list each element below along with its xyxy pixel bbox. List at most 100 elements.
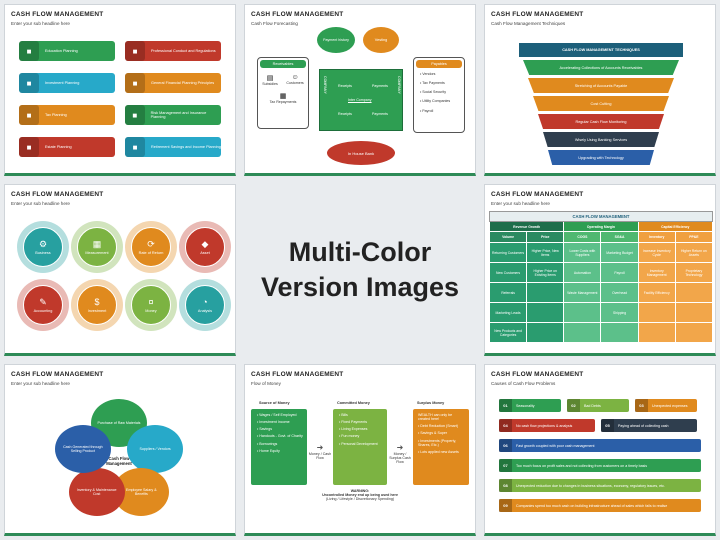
table-cell: New Products and Categories — [488, 322, 528, 343]
bullet-icon: • — [420, 99, 423, 104]
concept-circle: ⚙Business — [23, 227, 63, 267]
petal-label: Suppliers / Vendors — [139, 447, 171, 452]
concept-icon: ✎ — [39, 296, 47, 307]
list-item-label: Living Expenses — [341, 427, 368, 432]
planning-label: Education Planning — [45, 48, 78, 53]
concept-label: Business — [35, 250, 51, 255]
list-item: • Debt Reduction (Smart) — [418, 424, 465, 428]
tax-repayments-label: Tax Repayments — [269, 100, 297, 105]
concept-icon: ▦ — [92, 238, 102, 249]
planning-label: Estate Planning — [45, 144, 72, 149]
technique-row: Upgrading with Technology — [548, 150, 654, 165]
concept-circle: ⟳Rate of Return — [131, 227, 171, 267]
table-cell: Inventory Management — [637, 262, 676, 283]
slide-thumbnail-2[interactable]: CASH FLOW MANAGEMENT Cash Flow Forecasti… — [244, 4, 476, 176]
list-item: • Savings & Super — [418, 431, 465, 435]
committed-heading: Committed Money — [337, 401, 370, 405]
technique-row: Wisely Using Banking Services — [543, 132, 659, 147]
table-cell: Returning Customers — [488, 242, 528, 263]
table-row: New Products and Categories — [488, 322, 714, 343]
subsidies-label: Subsidies — [262, 82, 278, 86]
table-cell: Higher Price on Existing Items — [526, 262, 565, 283]
bullet-icon: • — [257, 413, 260, 417]
bullet-icon: • — [339, 420, 342, 425]
planning-item: ■Risk Management and Insurance Planning — [125, 105, 221, 125]
planning-item: ■ Estate Planning — [19, 137, 115, 157]
list-item-label: Investments (Property, Shares, Etc.) — [418, 438, 457, 447]
concept-label: Investment — [87, 308, 107, 313]
list-item: • Investment Income — [257, 420, 303, 424]
cause-label: No cash flow projections & analysis — [516, 423, 573, 428]
payment-history-label: Payment history — [323, 38, 349, 42]
slide-thumbnail-6[interactable]: CASH FLOW MANAGEMENT Enter your sub head… — [4, 364, 236, 536]
list-item-label: Fun money — [341, 434, 360, 439]
planning-item: ■Investment Planning — [19, 73, 115, 93]
slide-title: CASH FLOW MANAGEMENT — [11, 11, 104, 18]
slide-title: CASH FLOW MANAGEMENT — [251, 371, 344, 378]
payable-label: Tax Payments — [422, 81, 445, 86]
warning-text: Uncontrolled Money end up being used her… — [322, 493, 398, 498]
table-cell — [526, 282, 565, 303]
bullet-icon: • — [339, 427, 342, 432]
list-item: • Fun money — [339, 434, 383, 438]
slide-subtitle: Enter your sub headline here — [11, 381, 70, 386]
cause-label: Unexpected reduction due to changes in b… — [516, 483, 665, 488]
surplus-heading: Surplus Money — [417, 401, 445, 405]
technique-row: Regular Cash Flow Monitoring — [538, 114, 664, 129]
list-item: • Borrowings — [257, 442, 303, 446]
vesting-label: Vesting — [374, 38, 388, 42]
list-item-label: Wages / Self Employed — [259, 413, 297, 417]
slide-thumbnail-8[interactable]: CASH FLOW MANAGEMENT Causes of Cash Flow… — [484, 364, 716, 536]
petal: Suppliers / Vendors — [127, 425, 184, 474]
bullet-icon: • — [339, 413, 342, 417]
company-left: COMPANY — [323, 76, 327, 94]
table-cell: Facility Efficiency — [637, 282, 676, 303]
receipts-label-top: Receipts — [338, 84, 352, 88]
cause-label: Companies spend too much cash on buildin… — [516, 503, 668, 508]
planning-icon: ■ — [19, 137, 39, 157]
bullet-icon: • — [339, 441, 342, 446]
planning-icon: ■ — [19, 73, 39, 93]
list-item: • Investments (Property, Shares, Etc.) — [418, 439, 465, 447]
group-header: Capital Efficiency — [637, 221, 714, 232]
slide-thumbnail-1[interactable]: CASH FLOW MANAGEMENT Enter your sub head… — [4, 4, 236, 176]
cause-label: Paying ahead of collecting cash — [618, 423, 669, 428]
technique-row: Stretching of Accounts Payable — [528, 78, 674, 93]
warning-title: WARNING: — [350, 489, 370, 493]
cause-label: Too much focus on profit sales and not c… — [516, 463, 648, 468]
table-cell — [526, 322, 565, 343]
petal-label: Employee Salary & Benefits — [126, 487, 157, 496]
slide-subtitle: Cash Flow Management Techniques — [491, 21, 566, 26]
bullet-icon: • — [418, 431, 421, 436]
table-cell: Referrals — [488, 282, 528, 303]
planning-label: Tax Planning — [45, 112, 67, 117]
cause-label: Bad Debts — [584, 403, 601, 408]
concept-label: Accounting — [33, 308, 53, 313]
slide-subtitle: Enter your sub headline here — [11, 21, 70, 26]
planning-item: ■General Financial Planning Principles — [125, 73, 221, 93]
slide-thumbnail-5[interactable]: CASH FLOW MANAGEMENT Enter your sub head… — [484, 184, 716, 356]
planning-item: ■Professional Conduct and Regulations — [125, 41, 221, 61]
list-item-label: Home Equity — [259, 448, 280, 453]
table-cell — [674, 322, 714, 343]
planning-icon: ■ — [125, 41, 145, 61]
list-item: • Savings — [257, 427, 303, 431]
column-header: Price — [526, 231, 565, 243]
bullet-icon: • — [257, 448, 260, 453]
slide-thumbnail-4[interactable]: CASH FLOW MANAGEMENT Enter your sub head… — [4, 184, 236, 356]
planning-icon: ■ — [19, 105, 39, 125]
planning-icon: ■ — [125, 105, 145, 125]
slide-thumbnail-7[interactable]: CASH FLOW MANAGEMENT Flow of Money Sourc… — [244, 364, 476, 536]
list-item-label: Borrowings — [259, 441, 278, 446]
caption-line-1: Multi-Color — [288, 236, 432, 267]
column-header: Volume — [488, 231, 528, 243]
slide-title: CASH FLOW MANAGEMENT — [251, 11, 344, 18]
cause-number: 03 — [635, 399, 648, 412]
payable-label: Vendors — [422, 72, 436, 76]
slide-thumbnail-3[interactable]: CASH FLOW MANAGEMENT Cash Flow Managemen… — [484, 4, 716, 176]
